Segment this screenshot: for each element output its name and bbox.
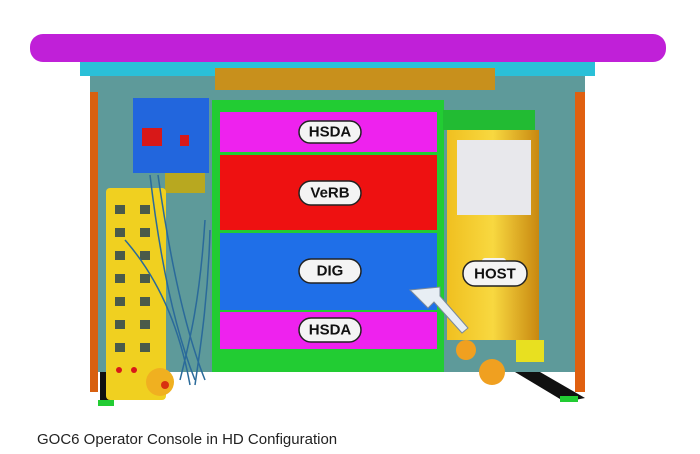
caster-wheel-left	[146, 368, 174, 396]
right-side-edge	[575, 92, 585, 392]
host-foot-block	[516, 340, 544, 362]
label-dig: DIG	[298, 258, 362, 284]
wheel-hub	[161, 381, 169, 389]
cables	[124, 174, 211, 386]
breaker-base	[165, 173, 205, 193]
arrow-pointer	[408, 286, 469, 334]
left-side-edge	[90, 92, 98, 392]
right-foot	[560, 396, 578, 402]
tabletop	[30, 34, 666, 62]
host-drive-bay	[457, 140, 531, 215]
patch-connectors	[115, 205, 150, 352]
left-foot	[98, 400, 114, 406]
svg-text:VeRB: VeRB	[310, 185, 349, 202]
label-hsda-bottom: HSDA	[298, 317, 362, 343]
label-verb: VeRB	[298, 180, 362, 206]
indicator-led	[131, 367, 137, 373]
top-panel	[215, 68, 495, 90]
svg-text:HSDA: HSDA	[309, 124, 352, 141]
svg-text:HSDA: HSDA	[309, 322, 352, 339]
caster-wheel-right	[479, 359, 505, 385]
right-leg	[515, 372, 585, 402]
indicator-led	[116, 367, 122, 373]
breaker-switch	[180, 135, 189, 146]
breaker-switch	[142, 128, 162, 146]
caster-wheel-rear	[456, 340, 476, 360]
svg-text:DIG: DIG	[317, 263, 344, 280]
rack-base	[215, 352, 440, 372]
svg-text:HOST: HOST	[474, 266, 516, 283]
host-top-board	[443, 110, 535, 130]
label-host: HOST	[462, 260, 528, 287]
figure-caption: GOC6 Operator Console in HD Configuratio…	[37, 431, 338, 448]
label-hsda-top: HSDA	[298, 120, 362, 144]
